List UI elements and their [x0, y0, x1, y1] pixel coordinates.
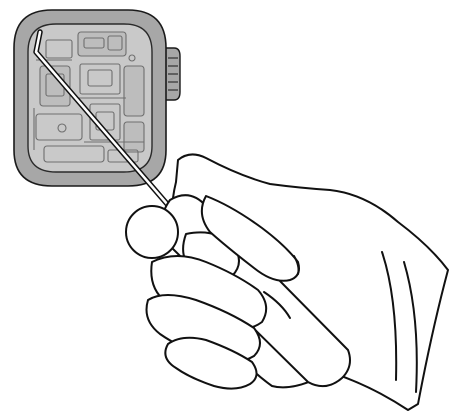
tool-handle-knob [126, 206, 178, 258]
gloved-hand-icon [126, 154, 448, 410]
